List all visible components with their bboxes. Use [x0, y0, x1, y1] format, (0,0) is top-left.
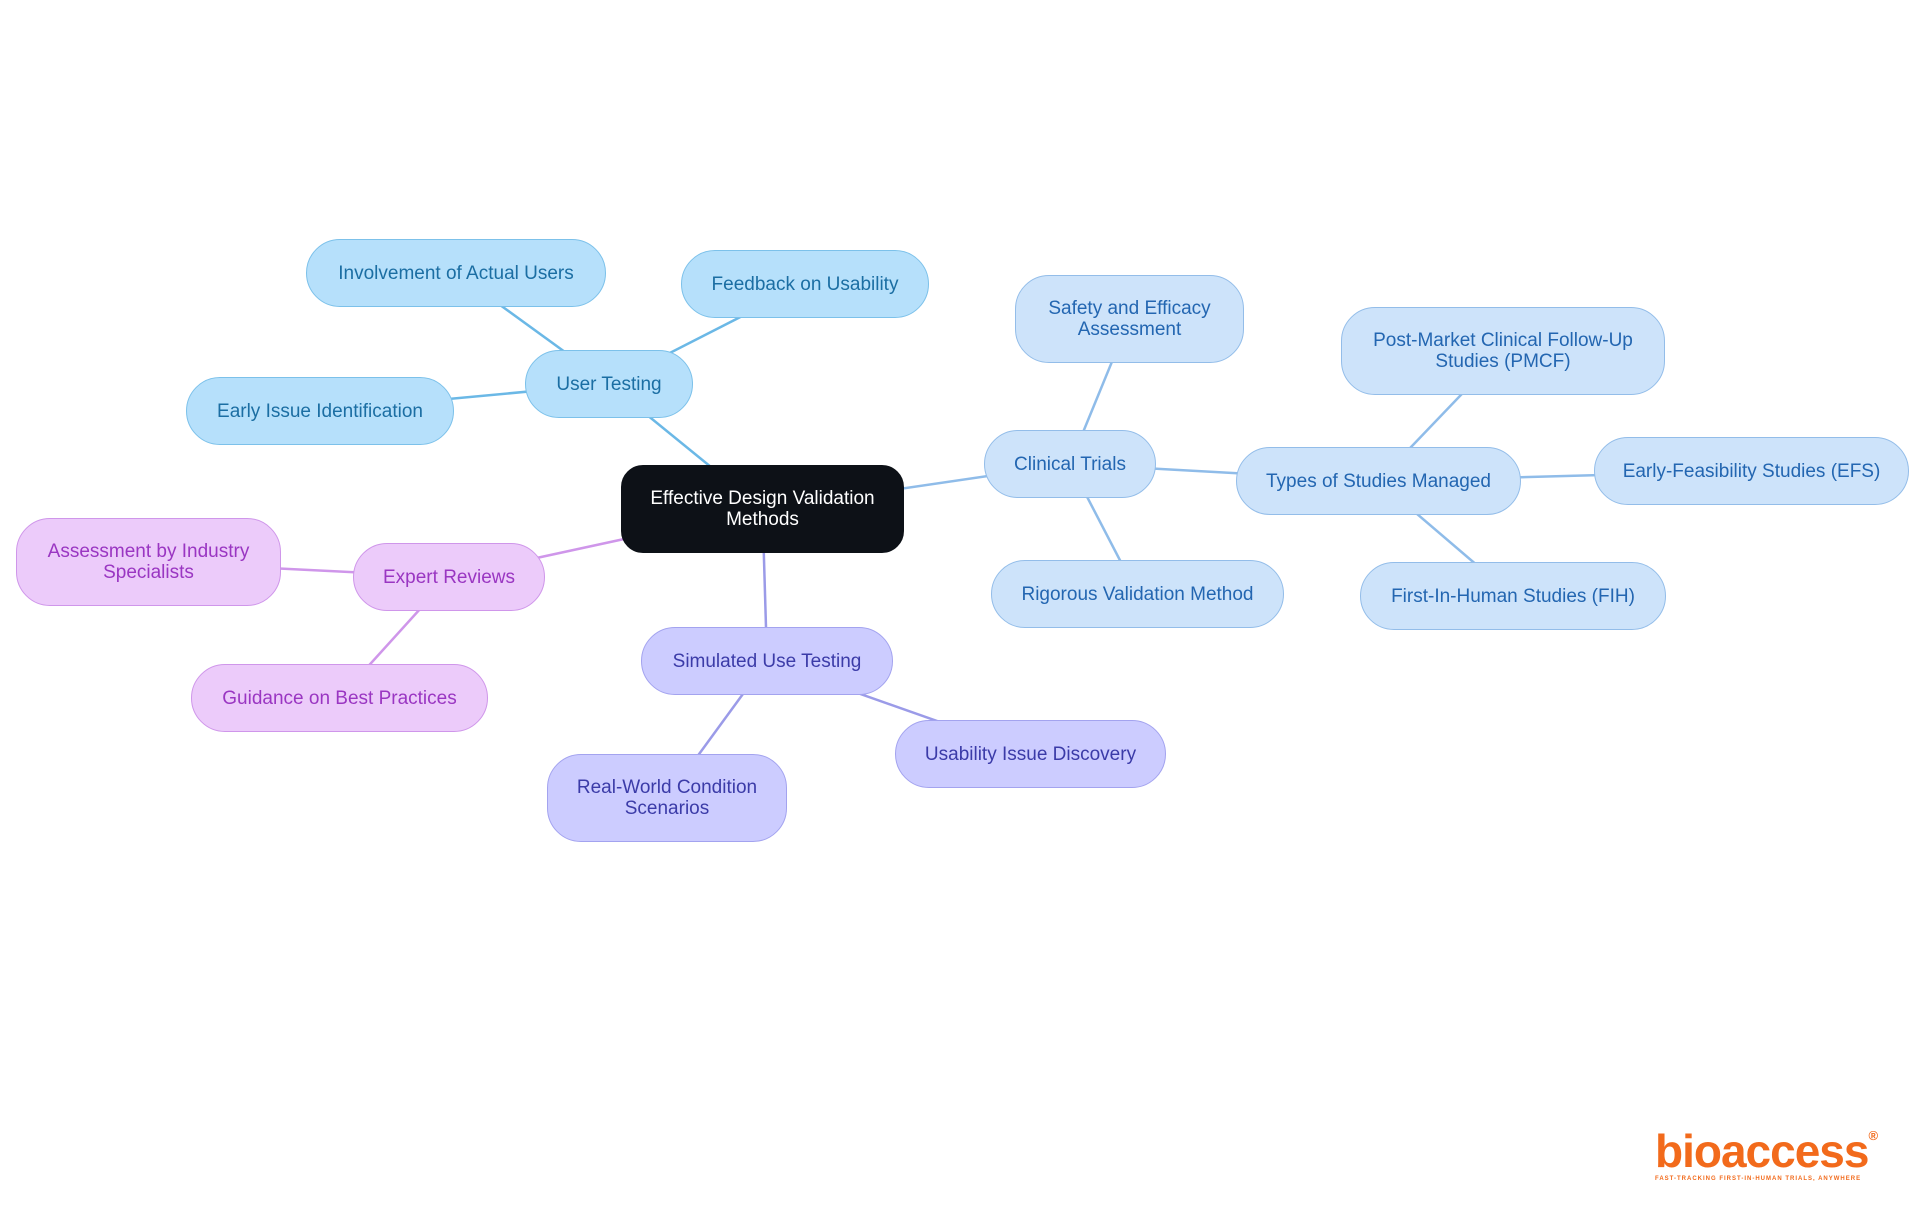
expert-reviews-node[interactable]: Expert Reviews	[353, 543, 545, 611]
root-node[interactable]: Effective Design Validation Methods	[621, 465, 904, 553]
pmcf-studies-label: Post-Market Clinical Follow-Up Studies (…	[1373, 330, 1633, 372]
assessment-by-industry-specialists-label: Assessment by Industry Specialists	[47, 541, 250, 583]
clinical-trials-label: Clinical Trials	[1014, 453, 1126, 475]
bioaccess-logo: bioaccess® FAST-TRACKING FIRST-IN-HUMAN …	[1655, 1128, 1880, 1186]
efs-studies-node[interactable]: Early-Feasibility Studies (EFS)	[1594, 437, 1909, 505]
rigorous-validation-method-label: Rigorous Validation Method	[1021, 583, 1254, 605]
user-testing-node[interactable]: User Testing	[525, 350, 693, 418]
usability-issue-discovery-node[interactable]: Usability Issue Discovery	[895, 720, 1166, 788]
simulated-use-testing-node[interactable]: Simulated Use Testing	[641, 627, 893, 695]
logo-tagline: FAST-TRACKING FIRST-IN-HUMAN TRIALS, ANY…	[1655, 1176, 1862, 1182]
real-world-condition-scenarios-label: Real-World Condition Scenarios	[576, 777, 758, 819]
guidance-on-best-practices-label: Guidance on Best Practices	[222, 687, 457, 709]
simulated-use-testing-label: Simulated Use Testing	[672, 650, 862, 672]
logo-registered-mark: ®	[1868, 1128, 1879, 1143]
real-world-condition-scenarios-node[interactable]: Real-World Condition Scenarios	[547, 754, 787, 842]
types-of-studies-managed-node[interactable]: Types of Studies Managed	[1236, 447, 1521, 515]
safety-and-efficacy-assessment-node[interactable]: Safety and Efficacy Assessment	[1015, 275, 1244, 363]
involvement-of-actual-users-label: Involvement of Actual Users	[338, 262, 574, 284]
guidance-on-best-practices-node[interactable]: Guidance on Best Practices	[191, 664, 488, 732]
fih-studies-node[interactable]: First-In-Human Studies (FIH)	[1360, 562, 1666, 630]
early-issue-identification-label: Early Issue Identification	[217, 400, 423, 422]
fih-studies-label: First-In-Human Studies (FIH)	[1391, 585, 1635, 607]
logo-word: bioaccess	[1655, 1125, 1869, 1177]
expert-reviews-label: Expert Reviews	[383, 566, 515, 588]
pmcf-studies-node[interactable]: Post-Market Clinical Follow-Up Studies (…	[1341, 307, 1665, 395]
clinical-trials-node[interactable]: Clinical Trials	[984, 430, 1156, 498]
assessment-by-industry-specialists-node[interactable]: Assessment by Industry Specialists	[16, 518, 281, 606]
efs-studies-label: Early-Feasibility Studies (EFS)	[1622, 460, 1881, 482]
usability-issue-discovery-label: Usability Issue Discovery	[924, 743, 1137, 765]
root-label: Effective Design Validation Methods	[650, 488, 875, 530]
safety-and-efficacy-assessment-label: Safety and Efficacy Assessment	[1048, 298, 1211, 340]
early-issue-identification-node[interactable]: Early Issue Identification	[186, 377, 454, 445]
feedback-on-usability-label: Feedback on Usability	[711, 273, 899, 295]
types-of-studies-managed-label: Types of Studies Managed	[1266, 470, 1491, 492]
user-testing-label: User Testing	[556, 373, 662, 395]
involvement-of-actual-users-node[interactable]: Involvement of Actual Users	[306, 239, 606, 307]
rigorous-validation-method-node[interactable]: Rigorous Validation Method	[991, 560, 1284, 628]
feedback-on-usability-node[interactable]: Feedback on Usability	[681, 250, 929, 318]
